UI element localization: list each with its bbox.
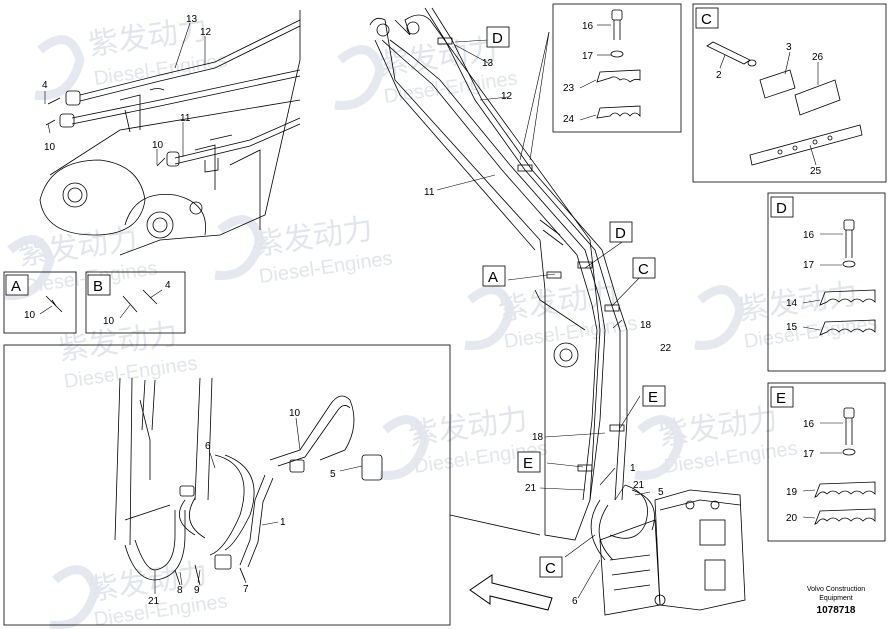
watermark: 紫发动力 Diesel-Engines 紫发动力 Diesel-Engines … [4, 12, 879, 629]
watermark-logo [4, 35, 745, 629]
part-21-label: 21 [148, 596, 160, 607]
part-10-label: 10 [103, 316, 115, 327]
part-16-label: 16 [582, 21, 594, 32]
part-21-label: 21 [525, 483, 537, 494]
part-19-label: 19 [786, 487, 798, 498]
part-12-label: 12 [200, 27, 212, 38]
part-10-label: 10 [24, 310, 36, 321]
boom-callout-e: E [642, 385, 666, 407]
main-boom [369, 7, 746, 616]
zoom-leader [449, 514, 541, 536]
boom-callout-d: D [609, 221, 633, 243]
part-17-label: 17 [803, 260, 815, 271]
boom-callout-c2: C [539, 556, 563, 578]
boom-callout-c: C [632, 257, 656, 279]
part-2-label: 2 [716, 70, 722, 81]
callout-c: C [638, 261, 649, 278]
callout-e: E [648, 389, 658, 406]
detail-d-box: D 16 17 14 15 [767, 192, 886, 372]
part-1-label: 1 [280, 517, 286, 528]
part-9-label: 9 [194, 585, 200, 596]
footer-company-2: Equipment [819, 595, 853, 602]
detail-b-box: B 10 4 [85, 271, 186, 334]
part-13-label: 13 [482, 58, 494, 69]
part-24-label: 24 [563, 114, 575, 125]
part-16-label: 16 [803, 419, 815, 430]
part-18-label: 18 [532, 432, 544, 443]
detail-c-box: C 2 3 26 25 [692, 3, 887, 183]
part-5-label: 5 [330, 469, 336, 480]
part-12-label: 12 [501, 91, 513, 102]
callout-d: D [615, 225, 626, 242]
part-8-label: 8 [177, 585, 183, 596]
part-26-label: 26 [812, 52, 824, 63]
part-10-label: 10 [44, 142, 56, 153]
part-18-label: 18 [640, 320, 652, 331]
part-10-label: 10 [289, 408, 301, 419]
part-3-label: 3 [786, 42, 792, 53]
boom-callout-d-top: D [486, 26, 510, 48]
part-16-label: 16 [803, 230, 815, 241]
callout-d: D [492, 30, 503, 47]
part-5-label: 5 [658, 487, 664, 498]
callout-e: E [523, 455, 533, 472]
part-21-label: 21 [633, 480, 645, 491]
part-14-label: 14 [786, 298, 798, 309]
part-7-label: 7 [243, 584, 249, 595]
part-10-label: 10 [152, 140, 164, 151]
zoom-arrow [469, 574, 553, 611]
part-17-label: 17 [803, 449, 815, 460]
part-13-label: 13 [186, 14, 198, 25]
detail-a-box: A 10 [3, 271, 77, 334]
part-25-label: 25 [810, 166, 822, 177]
part-11-label: 11 [424, 187, 435, 198]
detail-e-title: E [776, 390, 786, 407]
part-15-label: 15 [786, 322, 798, 333]
detail-a-title: A [11, 278, 21, 295]
detail-c-title: C [701, 11, 712, 28]
part-4-label: 4 [42, 80, 48, 91]
boom-callout-e2: E [517, 451, 541, 473]
boom-foot-leaders [44, 22, 206, 165]
drawing-number: 1078718 [816, 605, 856, 616]
detail-main-panel: 10 5 6 1 21 8 9 7 [3, 344, 451, 626]
boom-foot-view [39, 10, 301, 256]
part-11-label: 11 [180, 113, 191, 124]
footer-company: Volvo Construction [806, 586, 866, 593]
part-4-label: 4 [165, 280, 171, 291]
callout-a: A [488, 269, 498, 286]
part-17-label: 17 [582, 51, 594, 62]
part-6-label: 6 [205, 441, 211, 452]
part-6-label: 6 [572, 596, 578, 607]
part-20-label: 20 [786, 513, 798, 524]
exploded-clamp-upper: 16 17 23 24 [552, 3, 682, 133]
boom-callout-a: A [482, 265, 506, 287]
detail-e-box: E 16 17 19 20 [767, 382, 886, 542]
drawing-footer: Volvo Construction Equipment 1078718 [786, 585, 886, 616]
part-23-label: 23 [563, 83, 575, 94]
part-1-label: 1 [630, 463, 636, 474]
part-22-label: 22 [660, 343, 672, 354]
callout-c: C [545, 560, 556, 577]
detail-d-title: D [776, 200, 787, 217]
detail-b-title: B [93, 278, 103, 295]
